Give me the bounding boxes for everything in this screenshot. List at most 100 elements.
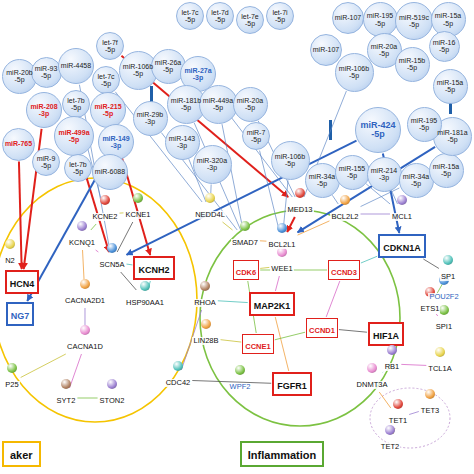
gene-name: FGFR1 [277,382,307,392]
mirna-circle: miR-424 -5p [355,107,401,153]
gene-name: CDC42 [165,379,192,387]
mirna-name: let-7e -5p [240,13,260,28]
mirna-name: miR-26a -5p [154,59,183,74]
gene-node: WEE1 [270,257,293,275]
gene-name: SP1 [440,273,456,281]
gene-ball [107,243,117,253]
mirna-name: miR-106b -5p [338,65,371,80]
interaction-link [260,240,267,241]
gene-name: KCNE2 [91,213,118,221]
gene-box: CDK6 [233,260,259,280]
mirna-circle: let-7b -5p [64,154,92,182]
interaction-link [339,330,367,333]
mirna-name: miR-449a -5p [202,97,235,112]
mirna-name: miR-208 -3p [29,103,59,118]
gene-name: RB1 [384,363,401,371]
gene-ball [443,255,453,265]
gene-node: P25 [4,373,19,391]
interaction-link [401,364,426,365]
gene-name: TET3 [420,407,440,415]
mirna-circle: miR-15a -5p [433,69,468,104]
group-label-box: Inflammation [240,441,324,467]
gene-name: BCL2L1 [267,241,296,249]
interaction-link [326,281,340,317]
gene-name: P25 [4,381,19,389]
group-title: aker [10,449,33,462]
mirna-target-link [19,161,22,269]
tet-cluster-outline [370,388,450,448]
gene-node: MCL1 [391,205,413,223]
gene-name: LIN28B [192,337,219,345]
gene-node: HSP90AA1 [125,291,165,309]
gene-box: CDKN1A [378,234,426,258]
mirna-name: miR-15a -5p [436,79,465,94]
interaction-link [223,222,233,230]
gene-node: WPF2 [229,375,252,393]
gene-ball [7,363,17,373]
gene-name: HCN4 [10,280,35,290]
interaction-link [70,354,82,388]
gene-box: HIF1A [368,322,404,346]
gene-node: CACNA1D [66,335,104,353]
gene-ball [80,325,90,335]
interaction-link [275,317,289,371]
mirna-name: miR-106b -5p [274,153,307,168]
mirna-name: miR-765 [4,140,34,147]
mirna-circle: miR-195 -5p [363,2,398,37]
mirna-circle: miR-29b -3p [133,101,168,136]
gene-node: DNMT3A [356,373,389,391]
gene-node: SP1 [440,265,456,283]
mirna-name: miR-519c -5p [398,14,430,29]
mirna-name: miR-34a -5p [308,173,337,188]
gene-node: KCNQ1 [68,231,96,249]
interaction-link [96,250,99,252]
gene-name: WEE1 [270,265,293,273]
mirna-circle: miR-7 -5p [242,122,270,150]
gene-name: CCNE1 [245,343,270,352]
gene-name: NG7 [11,312,30,322]
gene-ball [80,279,90,289]
gene-name: DNMT3A [356,381,389,389]
mirna-circle: let-7i -5p [266,2,294,30]
gene-name: TET1 [388,417,408,425]
mirna-name: miR-7 -5p [246,129,267,144]
gene-box: FGFR1 [272,372,312,396]
gene-ball [235,365,245,375]
mirna-name: miR-215 -5p [93,103,123,118]
gene-node: SYT2 [56,389,77,407]
interaction-link [361,214,390,215]
gene-ball [393,399,403,409]
gene-node: RB1 [384,355,401,373]
mirna-circle: miR-155 -5p [335,155,370,190]
gene-ball [385,425,395,435]
mirna-circle: miR-215 -5p [90,92,126,128]
mirna-name: miR-15a -5p [432,163,461,178]
mirna-name: let-7d -5p [210,9,230,24]
mirna-circle: miR-499a -5p [54,116,94,156]
group-label-box: aker [2,441,41,467]
mirna-circle: miR-6088 [92,154,128,190]
mirna-name: let-7b -5p [68,161,88,176]
interaction-link [382,372,383,373]
gene-box: CCNE1 [242,334,273,354]
gene-ball [205,193,215,203]
mirna-name: miR-34a -5p [402,173,431,188]
mirna-name: miR-15b -5p [398,57,427,72]
mirna-name: let-7i -5p [271,9,289,24]
gene-ball [277,223,287,233]
gene-node: N2 [4,249,16,267]
mirna-circle: miR-181b -5p [167,85,206,124]
mirna-name: miR-320a -3p [196,157,229,172]
gene-name: CACNA2D1 [64,297,106,305]
gene-box: HCN4 [5,270,40,294]
mirna-circle: miR-9 -5p [32,148,60,176]
gene-name: CCND3 [331,269,357,278]
gene-node: TET3 [420,399,440,417]
mirna-name: miR-195 -5p [366,12,395,27]
interaction-link [21,354,66,377]
interaction-link [221,340,242,342]
gene-ball [439,305,449,315]
interaction-link [120,212,124,213]
interaction-link [436,314,438,316]
gene-ball [5,239,15,249]
